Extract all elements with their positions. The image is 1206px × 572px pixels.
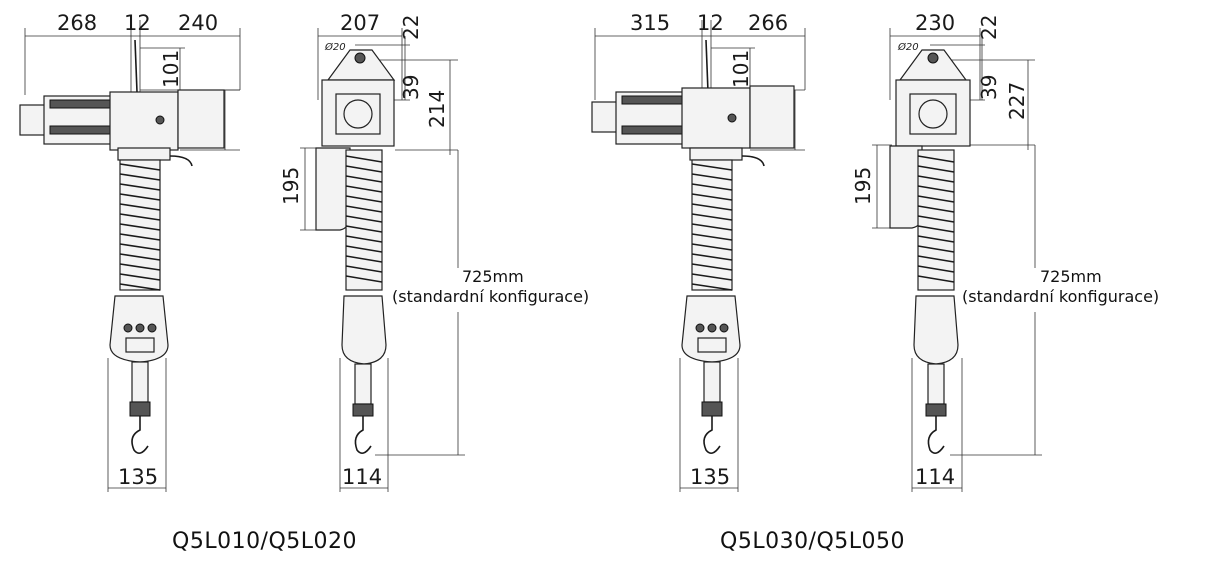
side-pin-diameter: Ø20 (897, 41, 919, 53)
front-width-right: 266 (748, 11, 788, 35)
side-pin-diameter: Ø20 (324, 41, 346, 53)
front-handle-width: 135 (118, 465, 158, 489)
coil-spring (119, 159, 161, 291)
model2-front-view: 315 12 266 101 148 135 (591, 11, 806, 492)
model1-label: Q5L010/Q5L020 (172, 529, 357, 554)
front-width-right: 240 (178, 11, 218, 35)
front-handle-width: 135 (690, 465, 730, 489)
side-handle-width: 114 (342, 465, 382, 489)
front-height-top: 101 (159, 50, 183, 88)
length-label: 725mm (1040, 267, 1102, 286)
side-coil-spring-2 (917, 149, 955, 291)
side-handle-width: 114 (915, 465, 955, 489)
length-label: 725mm (462, 267, 524, 286)
front-width-mid: 12 (124, 11, 151, 35)
front-width-mid: 12 (697, 11, 724, 35)
side-total-top-height: 227 (1005, 82, 1029, 120)
coil-spring-2 (691, 159, 733, 291)
side-coil-spring (345, 149, 383, 291)
model1-side-view: 207 22 39 214 195 Ø20 114 725mm (279, 11, 589, 492)
side-width: 230 (915, 11, 955, 35)
side-bracket-height: 195 (279, 167, 303, 205)
front-width-left: 268 (57, 11, 97, 35)
side-mount-height: 39 (977, 75, 1001, 100)
front-height-top: 101 (729, 50, 753, 88)
front-width-left: 315 (630, 11, 670, 35)
model2-label: Q5L030/Q5L050 (720, 529, 905, 554)
side-bracket-height: 195 (851, 167, 875, 205)
side-width: 207 (340, 11, 380, 35)
config-label: (standardní konfigurace) (392, 287, 589, 306)
side-top-offset: 22 (977, 15, 1001, 40)
model1-front-view: 268 12 240 101 135 (19, 11, 241, 492)
side-top-offset: 22 (399, 15, 423, 40)
side-mount-height: 39 (399, 75, 423, 100)
side-total-top-height: 214 (425, 90, 449, 128)
config-label: (standardní konfigurace) (962, 287, 1159, 306)
model2-side-view: 230 22 39 227 195 Ø20 114 725mm (standar… (851, 11, 1159, 492)
